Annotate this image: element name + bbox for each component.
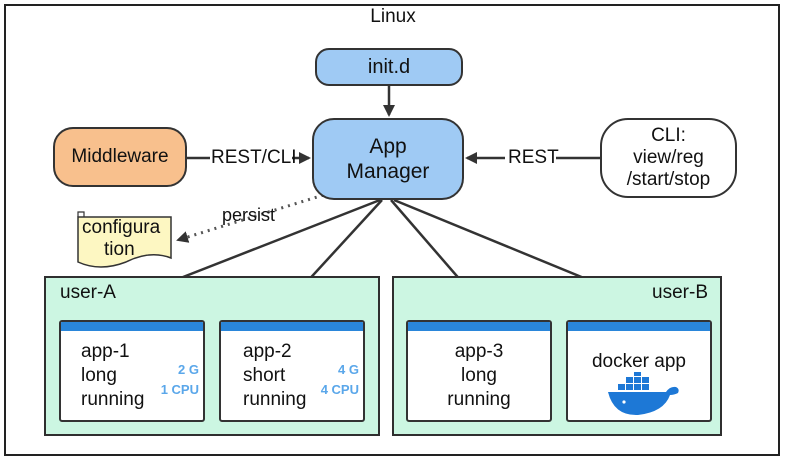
app-1-line-2: long bbox=[81, 365, 117, 386]
middleware-node: Middleware bbox=[53, 127, 187, 187]
app-1-spec: 2 G 1 CPU bbox=[161, 360, 199, 400]
cli-line-2: view/reg bbox=[633, 147, 704, 168]
configuration-node: configura tion bbox=[82, 217, 174, 261]
app-2-mem: 4 G bbox=[338, 362, 359, 377]
app-2-line-3: running bbox=[243, 389, 307, 410]
configuration-doc-shape bbox=[77, 216, 172, 268]
app-manager-line-2: Manager bbox=[346, 160, 430, 183]
middleware-label: Middleware bbox=[71, 146, 169, 167]
app-3-line-3: running bbox=[447, 389, 511, 410]
app-2-cpu: 4 CPU bbox=[320, 382, 359, 397]
user-a-label: user-A bbox=[60, 282, 116, 303]
app-manager-node: App Manager bbox=[312, 118, 464, 200]
edge-label-rest: REST bbox=[508, 147, 559, 168]
app-1-card: app-1 long running 2 G 1 CPU bbox=[59, 320, 205, 422]
user-b-container: user-B app-3 long running docker app bbox=[392, 276, 722, 436]
configuration-doc-fold bbox=[77, 211, 85, 217]
app-2-line-1: app-2 bbox=[243, 341, 292, 362]
cli-line-1: CLI: bbox=[651, 125, 686, 146]
user-a-container: user-A app-1 long running 2 G 1 CPU app-… bbox=[44, 276, 380, 436]
app-3-title-bar bbox=[408, 322, 550, 331]
app-1-line-3: running bbox=[81, 389, 145, 410]
app-1-title-bar bbox=[61, 322, 203, 331]
configuration-line-1: configura bbox=[82, 217, 161, 238]
edge-label-persist: persist bbox=[222, 205, 276, 225]
docker-whale-icon bbox=[608, 372, 679, 416]
app-1-cpu: 1 CPU bbox=[160, 382, 199, 397]
app-2-spec: 4 G 4 CPU bbox=[321, 360, 359, 400]
init-d-node: init.d bbox=[315, 48, 463, 86]
app-1-mem: 2 G bbox=[178, 362, 199, 377]
cli-line-3: /start/stop bbox=[626, 169, 711, 190]
docker-app-label: docker app bbox=[591, 351, 686, 372]
app-1-line-1: app-1 bbox=[81, 341, 130, 362]
cli-node: CLI: view/reg /start/stop bbox=[600, 118, 737, 198]
app-3-text: app-3 long running bbox=[408, 340, 550, 412]
docker-app-card: docker app bbox=[566, 320, 712, 422]
app-3-line-1: app-3 bbox=[454, 341, 504, 362]
app-2-title-bar bbox=[221, 322, 363, 331]
app-2-text: app-2 short running bbox=[243, 340, 306, 412]
user-b-label: user-B bbox=[652, 282, 708, 303]
diagram-title: Linux bbox=[370, 6, 416, 27]
app-3-card: app-3 long running bbox=[406, 320, 552, 422]
docker-app-title-bar bbox=[568, 322, 710, 331]
app-2-card: app-2 short running 4 G 4 CPU bbox=[219, 320, 365, 422]
app-2-line-2: short bbox=[243, 365, 286, 386]
configuration-line-2: tion bbox=[104, 239, 135, 260]
linux-frame bbox=[4, 4, 780, 456]
edge-label-rest-cli: REST/CLI bbox=[211, 147, 297, 168]
app-manager-line-1: App bbox=[369, 135, 407, 158]
init-d-label: init.d bbox=[367, 55, 411, 78]
app-1-text: app-1 long running bbox=[81, 340, 144, 412]
app-3-line-2: long bbox=[461, 365, 497, 386]
